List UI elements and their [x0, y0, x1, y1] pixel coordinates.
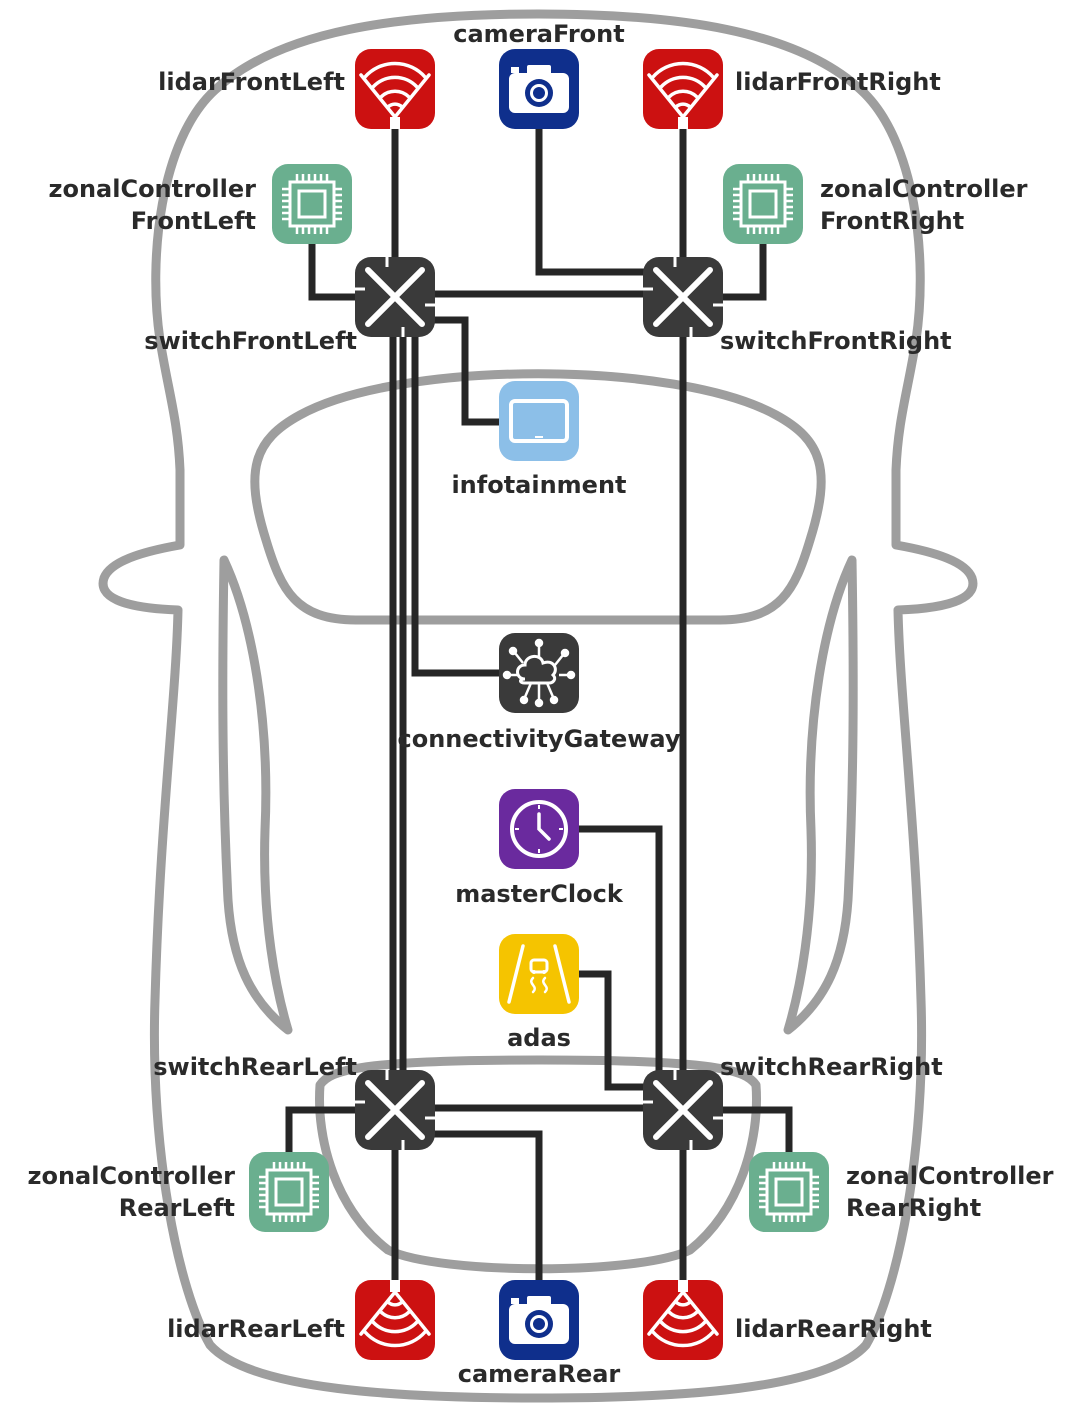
- node-label: infotainment: [451, 471, 626, 499]
- node-lidarFrontLeft: lidarFrontLeft: [158, 47, 437, 131]
- wire-zcFrontRight-switchFrontRight: [722, 243, 767, 301]
- wire-switchFrontLeft-connectivityGateway: [411, 336, 500, 677]
- node-infotainment: infotainment: [451, 379, 627, 499]
- node-label: lidarRearLeft: [167, 1315, 345, 1343]
- radar-sensor-icon: [353, 1278, 437, 1362]
- windshield-outline: [250, 369, 826, 625]
- node-switchRearRight: switchRearRight: [643, 1053, 943, 1150]
- wifi-sensor-icon: [641, 47, 725, 131]
- switch-cross-icon: [643, 1070, 723, 1150]
- chip-icon: [270, 162, 354, 246]
- camera-icon: [499, 49, 579, 129]
- node-zcFrontRight: zonalController FrontRight: [721, 162, 1028, 246]
- wire-adas-switchRearRight: [578, 970, 645, 1091]
- wires: [285, 128, 793, 1282]
- wire-switchFrontLeft-infotainment: [430, 316, 500, 426]
- node-label: FrontLeft: [131, 207, 256, 235]
- node-switchFrontLeft: switchFrontLeft: [144, 257, 435, 355]
- switch-cross-icon: [355, 1070, 435, 1150]
- wifi-sensor-icon: [353, 47, 437, 131]
- node-lidarRearLeft: lidarRearLeft: [167, 1278, 437, 1362]
- chip-icon: [747, 1150, 831, 1234]
- node-label: switchFrontRight: [720, 327, 952, 355]
- wire-cameraFront-switchFrontRight: [535, 128, 645, 276]
- node-label: lidarRearRight: [735, 1315, 932, 1343]
- camera-icon: [499, 1280, 579, 1360]
- node-label: zonalController: [846, 1162, 1054, 1190]
- node-zcRearLeft: zonalController RearLeft: [27, 1150, 331, 1234]
- node-label: lidarFrontRight: [735, 68, 941, 96]
- car-outline: [98, 9, 978, 1403]
- node-connectivityGateway: connectivityGateway: [398, 631, 681, 753]
- wire-zcFrontLeft-switchFrontLeft: [308, 243, 356, 301]
- node-cameraRear: cameraRear: [458, 1280, 621, 1388]
- node-lidarRearRight: lidarRearRight: [641, 1278, 932, 1362]
- node-label: zonalController: [48, 175, 256, 203]
- node-zcFrontLeft: zonalController FrontLeft: [48, 162, 354, 246]
- node-label: cameraFront: [453, 20, 624, 48]
- right-side-window-outline: [783, 555, 858, 1035]
- radar-sensor-icon: [641, 1278, 725, 1362]
- node-label: adas: [507, 1024, 571, 1052]
- car-body-outline: [98, 9, 978, 1403]
- cloud-network-icon: [497, 631, 581, 715]
- node-cameraFront: cameraFront: [453, 20, 625, 129]
- wire-switchRearRight-zcRearRight: [722, 1106, 793, 1156]
- node-label: RearRight: [846, 1194, 981, 1222]
- tablet-icon: [497, 379, 581, 463]
- wire-masterClock-switchRearRight: [578, 825, 663, 1072]
- node-label: zonalController: [820, 175, 1028, 203]
- node-label: switchFrontLeft: [144, 327, 357, 355]
- node-masterClock: masterClock: [455, 787, 624, 908]
- node-label: switchRearRight: [720, 1053, 943, 1081]
- node-label: cameraRear: [458, 1360, 621, 1388]
- chip-icon: [721, 162, 805, 246]
- node-label: switchRearLeft: [153, 1053, 357, 1081]
- node-label: lidarFrontLeft: [158, 68, 345, 96]
- node-adas: adas: [497, 932, 581, 1052]
- chip-icon: [247, 1150, 331, 1234]
- rear-window-outline: [315, 1055, 761, 1274]
- node-label: connectivityGateway: [398, 725, 681, 753]
- node-label: FrontRight: [820, 207, 964, 235]
- node-switchFrontRight: switchFrontRight: [643, 257, 952, 355]
- road-lane-icon: [497, 932, 581, 1016]
- switch-cross-icon: [643, 257, 723, 337]
- switch-cross-icon: [355, 257, 435, 337]
- left-side-window-outline: [218, 555, 293, 1035]
- node-switchRearLeft: switchRearLeft: [153, 1053, 435, 1150]
- node-label: RearLeft: [119, 1194, 235, 1222]
- clock-icon: [497, 787, 581, 871]
- node-lidarFrontRight: lidarFrontRight: [641, 47, 941, 131]
- node-label: masterClock: [455, 880, 624, 908]
- node-label: zonalController: [27, 1162, 235, 1190]
- wire-switchRearLeft-cameraRear: [430, 1130, 543, 1282]
- node-zcRearRight: zonalController RearRight: [747, 1150, 1054, 1234]
- wire-switchRearLeft-zcRearLeft: [285, 1106, 356, 1156]
